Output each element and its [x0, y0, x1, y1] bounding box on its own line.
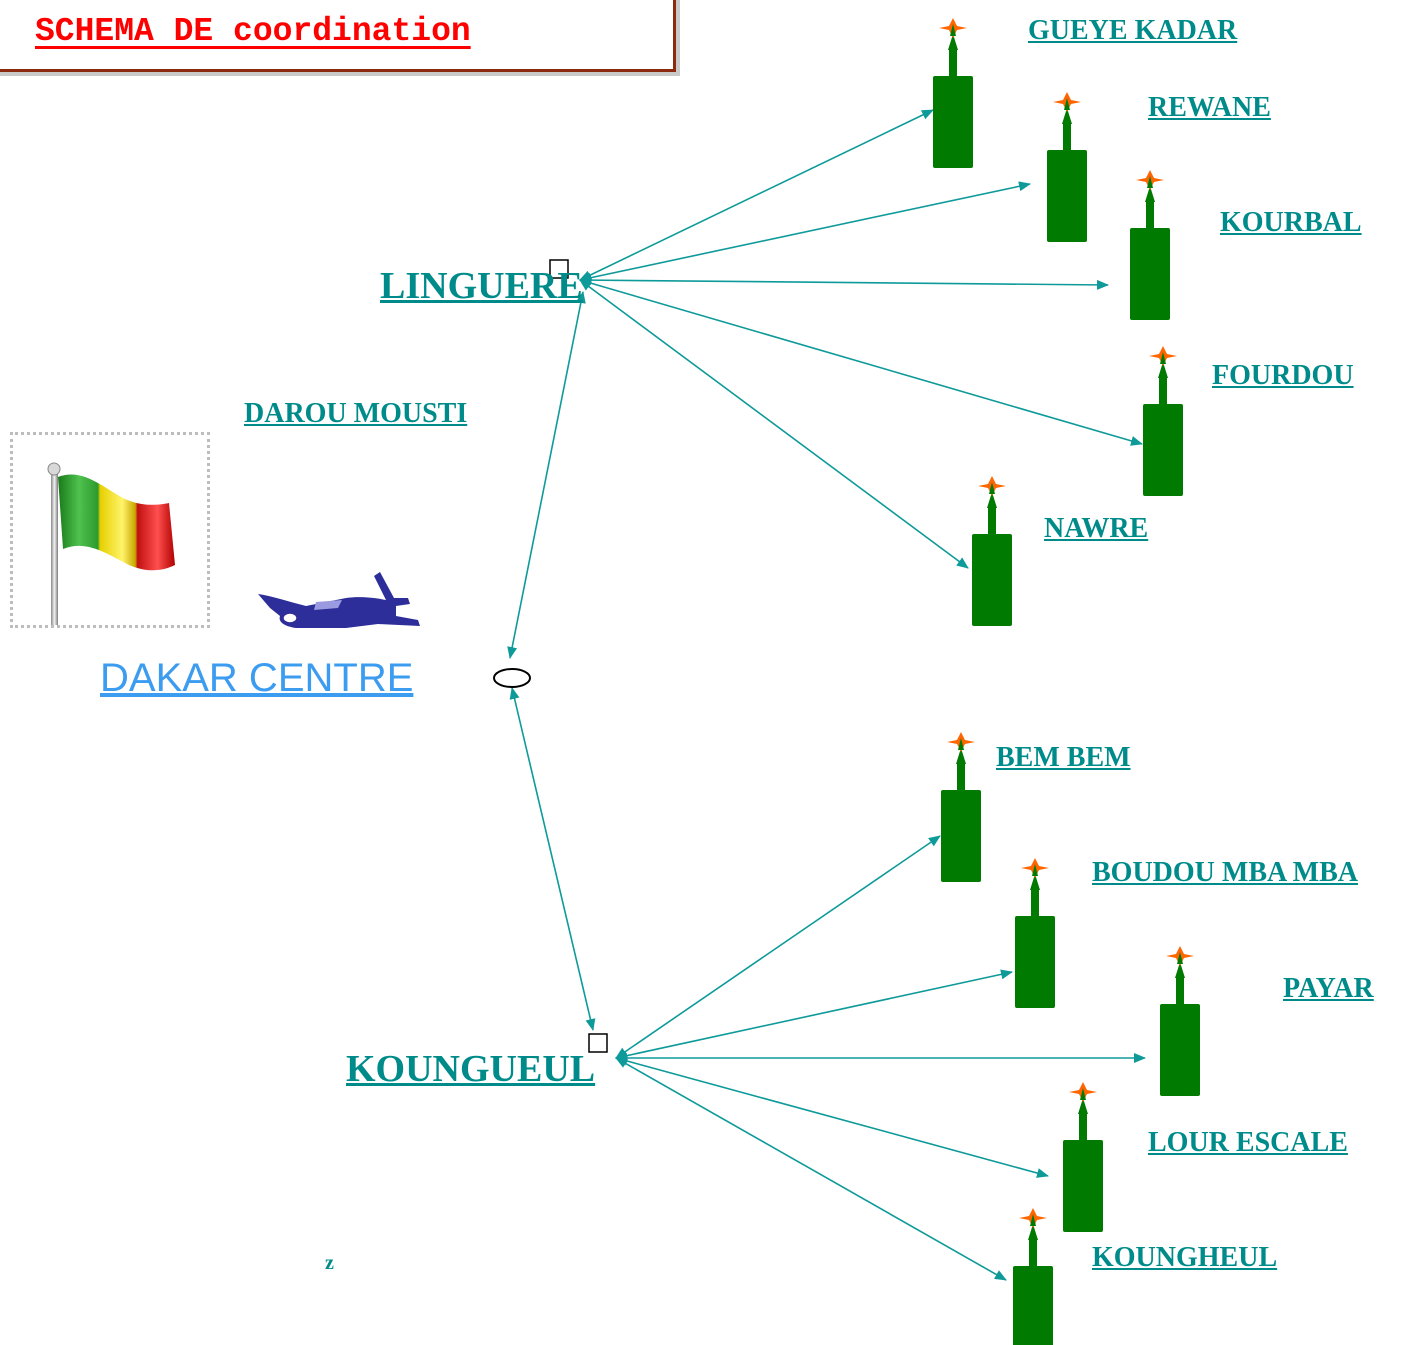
site-label-kourbal: KOURBAL — [1220, 207, 1362, 238]
koungueul-node-marker — [588, 1033, 608, 1053]
stray-letter: z — [325, 1252, 334, 1274]
radio-antenna-icon — [1047, 92, 1087, 242]
radio-antenna-icon — [941, 732, 981, 882]
dakar-centre-label: DAKAR CENTRE — [100, 656, 414, 700]
site-label-rewane: REWANE — [1148, 92, 1271, 123]
site-label-lour-escale: LOUR ESCALE — [1148, 1127, 1348, 1158]
site-label-payar: PAYAR — [1283, 973, 1374, 1004]
linguere-node-marker — [549, 259, 569, 279]
radio-antenna-icon — [972, 476, 1012, 626]
link-linguere-site-3 — [579, 278, 1143, 446]
link-koungueul-site-5 — [615, 835, 941, 1059]
radio-antenna-icon — [1063, 1082, 1103, 1232]
radio-antenna-icon — [1130, 170, 1170, 320]
connector-lines — [507, 109, 1146, 1281]
page-title: SCHEMA DE coordination — [35, 13, 471, 50]
link-linguere-site-0 — [579, 109, 934, 281]
radio-antenna-icon — [1160, 946, 1200, 1096]
radio-antenna-icon — [1015, 858, 1055, 1008]
site-label-fourdou: FOURDOU — [1212, 360, 1354, 391]
label-darou-mousti: DAROU MOUSTI — [244, 398, 468, 429]
link-koungueul-site-9 — [615, 1057, 1007, 1281]
radio-antenna-icon — [1143, 346, 1183, 496]
hub-label-koungueul: KOUNGUEUL — [346, 1048, 596, 1090]
link-linguere-site-4 — [579, 279, 969, 569]
dakar-node-marker — [493, 668, 531, 688]
site-label-bem-bem: BEM BEM — [996, 742, 1131, 773]
link-koungueul-site-8 — [615, 1056, 1049, 1178]
link-koungueul-site-6 — [615, 969, 1013, 1061]
airplane-icon — [258, 572, 420, 628]
radio-antenna-icon — [1013, 1208, 1053, 1345]
link-linguere-site-2 — [579, 275, 1109, 290]
site-label-kouncheul: KOUNGHEUL — [1092, 1242, 1278, 1273]
radio-antenna-icon — [933, 18, 973, 168]
site-label-boudou-mba-mba: BOUDOU MBA MBA — [1092, 857, 1358, 888]
site-label-gueye-kadar: GUEYE KADAR — [1028, 15, 1238, 46]
flag-icon — [47, 462, 175, 631]
link-linguere-dakar — [507, 291, 586, 659]
flag-frame — [10, 432, 210, 631]
hub-label-linguere: LINGUERE — [380, 265, 583, 307]
link-linguere-site-1 — [579, 181, 1031, 283]
site-label-nawre: NAWRE — [1044, 513, 1149, 544]
link-dakar-koungueul — [509, 687, 596, 1031]
title-box: SCHEMA DE coordination — [0, 0, 676, 72]
